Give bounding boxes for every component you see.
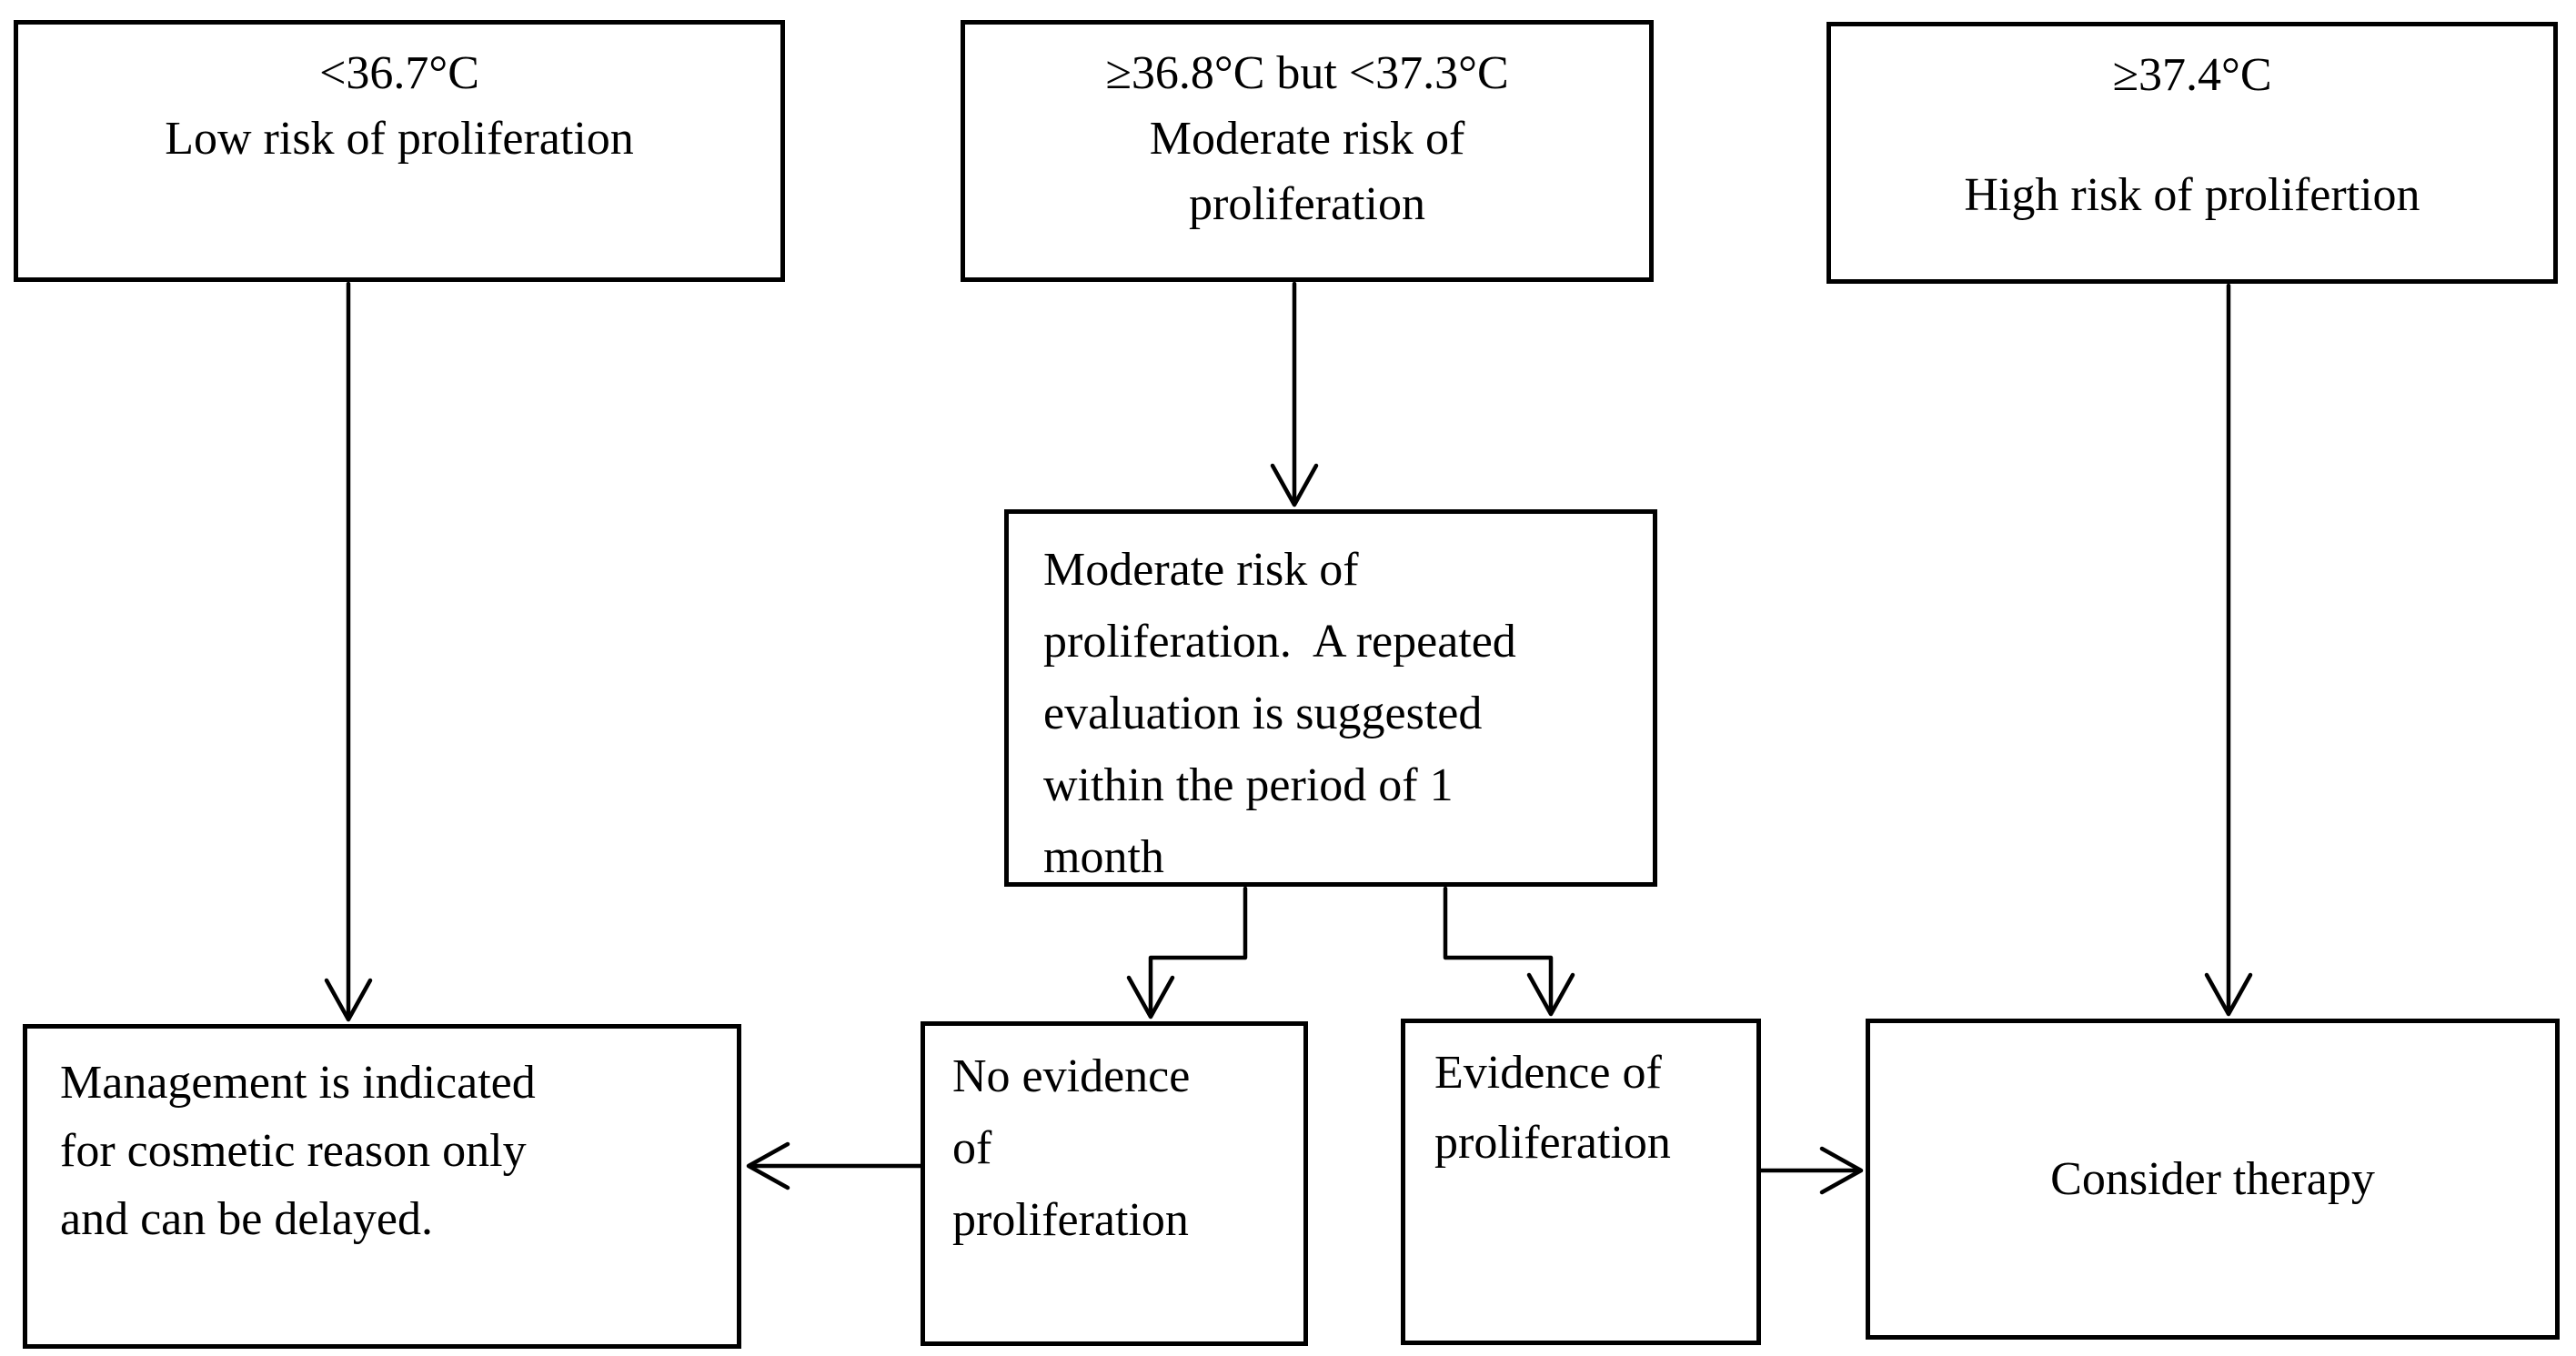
node-management-line3: and can be delayed.: [60, 1193, 434, 1245]
node-moderate-evaluation-line1: Moderate risk of: [1043, 544, 1359, 596]
node-no-evidence: No evidence of proliferation: [921, 1021, 1308, 1346]
node-management: Management is indicated for cosmetic rea…: [23, 1024, 741, 1349]
node-moderate-evaluation-line3: evaluation is suggested: [1043, 688, 1483, 739]
node-evidence: Evidence of proliferation: [1401, 1019, 1761, 1345]
node-consider-therapy-label: Consider therapy: [2050, 1152, 2375, 1205]
node-low-risk-temp: <36.7°C: [319, 47, 479, 99]
node-no-evidence-line1: No evidence: [952, 1050, 1191, 1102]
node-moderate-risk-label1: Moderate risk of: [1149, 113, 1465, 165]
arrow-moderate-risk-to-evaluation: [1270, 281, 1319, 507]
node-evidence-line2: proliferation: [1434, 1117, 1671, 1169]
node-moderate-evaluation-line2: proliferation. A repeated: [1043, 616, 1516, 668]
node-high-risk-label: High risk of prolifertion: [1964, 169, 2420, 221]
node-low-risk-label: Low risk of proliferation: [165, 113, 634, 165]
arrow-evaluation-to-evidence: [1443, 886, 1575, 1017]
node-moderate-evaluation: Moderate risk of proliferation. A repeat…: [1004, 509, 1657, 887]
node-moderate-evaluation-line4: within the period of 1: [1043, 759, 1454, 811]
arrow-no-evidence-to-management: [746, 1141, 923, 1190]
node-moderate-risk: ≥36.8°C but <37.3°C Moderate risk of pro…: [961, 20, 1654, 282]
node-no-evidence-line3: proliferation: [952, 1194, 1189, 1246]
arrow-evaluation-to-no-evidence: [1126, 886, 1248, 1020]
arrow-evidence-to-consider-therapy: [1758, 1146, 1864, 1195]
node-moderate-evaluation-line5: month: [1043, 831, 1164, 883]
node-moderate-risk-temp: ≥36.8°C but <37.3°C: [1105, 47, 1509, 99]
node-high-risk: ≥37.4°C High risk of prolifertion: [1826, 22, 2558, 284]
node-consider-therapy: Consider therapy: [1866, 1019, 2560, 1340]
node-no-evidence-line2: of: [952, 1122, 992, 1174]
node-evidence-line1: Evidence of: [1434, 1047, 1662, 1099]
node-management-line1: Management is indicated: [60, 1057, 536, 1109]
node-low-risk: <36.7°C Low risk of proliferation: [14, 20, 785, 282]
node-high-risk-temp: ≥37.4°C: [2112, 49, 2272, 101]
arrow-low-risk-to-management: [324, 281, 373, 1022]
arrow-high-risk-to-consider-therapy: [2204, 283, 2253, 1017]
node-management-line2: for cosmetic reason only: [60, 1125, 527, 1177]
node-moderate-risk-label2: proliferation: [1189, 178, 1425, 230]
